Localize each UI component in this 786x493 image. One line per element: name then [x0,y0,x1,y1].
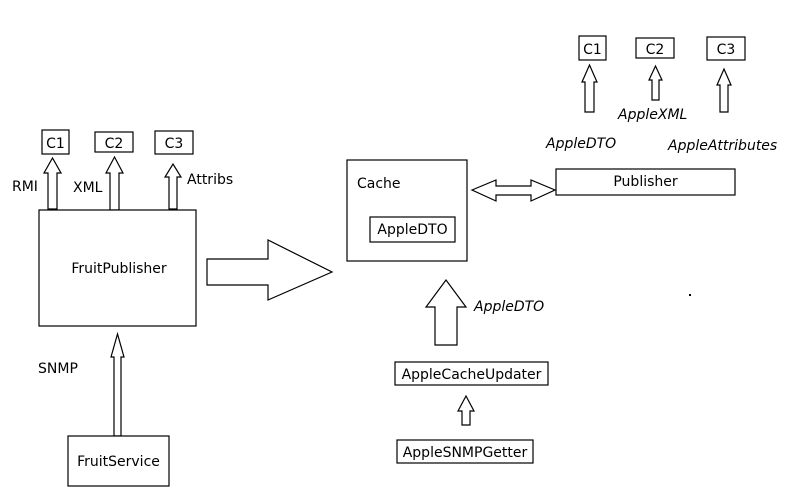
publisher-label: Publisher [613,174,678,190]
cache-apple-dto-label: AppleDTO [377,222,447,238]
left-rmi-label: RMI [12,179,38,195]
left-attribs-label: Attribs [187,172,233,188]
updater-to-cache-arrow [424,278,468,346]
apple-cache-updater-box [394,361,549,386]
right-client-c2-label: C2 [646,42,665,58]
cache-box [346,159,468,262]
left-client-c2-label: C2 [105,136,124,152]
right-apple-dto-label: AppleDTO [545,136,616,152]
apple-cache-updater-label: AppleCacheUpdater [402,367,542,383]
right-apple-dto-arrow [581,63,598,113]
fruit-publisher-label: FruitPublisher [71,261,167,277]
right-client-c1-box [578,35,607,61]
left-xml-label: XML [73,180,103,196]
right-client-c2-box [635,37,675,59]
right-client-c3-box [706,36,746,61]
left-rmi-arrow [42,156,63,210]
left-client-c1-box [41,129,70,155]
right-client-c1-label: C1 [583,42,602,58]
left-client-c2-box [94,131,134,153]
right-apple-xml-arrow [648,64,663,101]
stray-dot [689,294,691,296]
right-apple-xml-label: AppleXML [617,107,687,123]
right-client-c3-label: C3 [717,42,736,58]
updater-apple-dto-label: AppleDTO [473,299,544,315]
right-apple-attributes-arrow [716,67,732,113]
left-xml-arrow [105,155,124,211]
snmp-arrow [110,331,125,437]
getter-to-updater-arrow [457,394,475,426]
left-client-c3-box [154,130,194,155]
fruit-service-label: FruitService [77,454,160,470]
transition-arrow [206,239,334,301]
fruit-service-box [67,435,170,487]
publisher-box [555,168,736,196]
snmp-label: SNMP [38,361,78,377]
cache-publisher-double-arrow [470,179,557,202]
cache-apple-dto-box [369,216,456,243]
right-apple-attributes-label: AppleAttributes [667,138,777,154]
apple-snmp-getter-label: AppleSNMPGetter [403,445,528,461]
left-client-c3-label: C3 [165,136,184,152]
left-attribs-arrow [163,162,183,210]
cache-title: Cache [357,176,401,192]
apple-snmp-getter-box [396,439,534,464]
fruit-publisher-box [38,209,197,327]
left-client-c1-label: C1 [46,136,65,152]
